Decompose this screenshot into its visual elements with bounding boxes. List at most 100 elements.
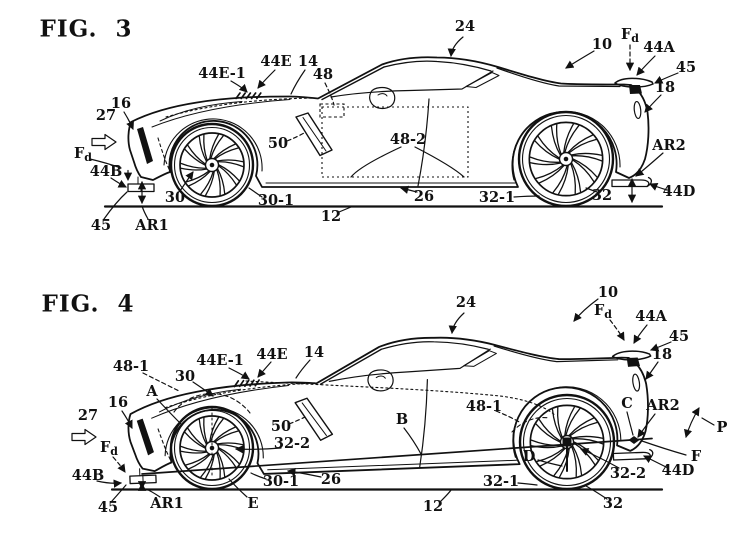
door-line xyxy=(419,379,428,468)
spoiler-pedestal xyxy=(629,85,642,94)
side-vent-inner xyxy=(301,402,327,437)
fig4-ref-label-44B: 44B xyxy=(71,466,105,484)
hood-dotted-duct xyxy=(165,97,318,118)
front-splitter-foot xyxy=(129,474,157,485)
wheel-spoke xyxy=(188,171,211,187)
headlight xyxy=(137,127,153,164)
wheel-spoke xyxy=(218,165,237,186)
wheel-spoke xyxy=(571,446,578,478)
leader-line-45 xyxy=(111,484,127,502)
fig3-ref-label-44E-1: 44E-1 xyxy=(198,64,246,82)
windshield-pillar xyxy=(321,66,385,101)
fig4-ref-label-44D: 44D xyxy=(661,461,695,479)
beltline xyxy=(328,348,491,382)
fig4-ref-label-P: P xyxy=(716,418,728,436)
wheel-spoke xyxy=(216,452,221,479)
leader-line-44A xyxy=(633,324,648,344)
wheel-spoke xyxy=(204,171,215,197)
leader-line-32-1 xyxy=(513,195,540,198)
wheel-spoke xyxy=(535,164,564,180)
wheel-spoke xyxy=(204,454,215,480)
mirror-inner xyxy=(375,375,386,379)
wheel-spoke xyxy=(218,447,240,465)
rear-spoiler xyxy=(611,350,652,361)
wheel-spoke xyxy=(213,143,236,159)
fender-crease xyxy=(159,101,243,122)
leader-line-F xyxy=(609,319,625,341)
leader-line-44D xyxy=(643,455,669,469)
leader-line-48-2 xyxy=(414,146,465,178)
leader-line-B xyxy=(403,427,422,455)
wheel-spoke xyxy=(200,454,214,478)
leader-line-32-2 xyxy=(580,448,620,469)
leader-line-44D xyxy=(649,183,668,191)
fig4-ref-label-D: D xyxy=(522,447,536,465)
wheel-spoke xyxy=(209,133,220,159)
fig4-ref-label-50: 50 xyxy=(270,417,292,435)
wheel-spoke xyxy=(217,159,244,163)
rear-spoiler xyxy=(614,77,654,88)
travel-direction-arrow-fig4 xyxy=(71,428,97,446)
windshield-pillar xyxy=(319,348,382,385)
wheel-spoke xyxy=(180,167,207,171)
fig4-ref-label-AR1: AR1 xyxy=(150,494,184,512)
front-duct-dashes xyxy=(157,428,171,461)
wheel-spoke xyxy=(218,448,237,469)
leader-line-18 xyxy=(644,94,662,113)
fig4-ref-label-44E-1: 44E-1 xyxy=(196,351,244,369)
wheel-spoke xyxy=(571,155,603,162)
leader-line-32-1 xyxy=(517,482,538,486)
wheel-spoke xyxy=(567,134,594,153)
fig4-ref-label-48-1: 48-1 xyxy=(465,397,503,415)
hood-crease xyxy=(151,99,291,128)
wheel-spoke xyxy=(203,417,208,444)
leader-line-16 xyxy=(123,111,134,130)
rear-diffuser-blade xyxy=(611,179,650,188)
leader-line-48-1 xyxy=(142,372,180,392)
figure-4-title: FIG. 4 xyxy=(41,290,135,318)
rear-hatch-line xyxy=(493,345,619,363)
rear-hatch-line xyxy=(496,67,621,88)
roof-inner-line xyxy=(380,341,489,350)
wheel-spoke xyxy=(570,163,577,195)
fig3-ref-label-32-1: 32-1 xyxy=(478,188,516,206)
wheel-spoke xyxy=(539,448,566,467)
leader-line-50 xyxy=(286,132,305,142)
fig4-ref-label-44E: 44E xyxy=(256,345,288,363)
fig4-ref-label-12: 12 xyxy=(422,497,444,515)
fig4-ref-label-45: 45 xyxy=(97,498,119,516)
leader-line-32 xyxy=(585,485,608,500)
duct-48-inlet-dashed xyxy=(319,103,345,118)
wheel-spoke xyxy=(571,162,582,193)
fig4-ref-label-16: 16 xyxy=(107,393,129,411)
fig3-ref-label-48: 48 xyxy=(312,65,334,83)
wheel-spoke xyxy=(188,454,211,470)
leader-line-14 xyxy=(290,69,306,95)
side-vent xyxy=(295,112,333,157)
figure-3-title: FIG. 3 xyxy=(39,15,133,43)
wheel-spoke xyxy=(565,408,581,436)
fig4-ref-label-18: 18 xyxy=(651,345,673,363)
leader-line-48-2 xyxy=(350,146,402,178)
fig4-ref-label-32-2: 32-2 xyxy=(273,434,311,452)
leader-line-44E xyxy=(257,69,276,89)
hood-crease xyxy=(151,384,290,419)
fig3-ref-label-44E: 44E xyxy=(260,52,292,70)
leader-line-30 xyxy=(179,171,194,192)
fig3-ref-label-Fd: Fd xyxy=(74,145,92,164)
leader-line-10 xyxy=(565,50,595,69)
wheel-spoke xyxy=(538,418,561,442)
fig4-ref-label-Fd: Fd xyxy=(100,439,118,458)
wheel-spoke xyxy=(198,135,207,162)
fig3-front-wheel xyxy=(169,122,255,208)
fig3-car-body xyxy=(127,56,654,193)
wheel-spoke xyxy=(564,406,576,436)
leader-line-30 xyxy=(192,381,214,397)
fig4-ref-label-B: B xyxy=(395,410,409,428)
fig3-ref-label-12: 12 xyxy=(320,207,342,225)
fig3-ref-label-50: 50 xyxy=(267,134,289,152)
fig3-ref-label-10: 10 xyxy=(591,35,613,53)
hood-vent-hatch xyxy=(240,92,247,100)
leader-line-E xyxy=(228,478,248,498)
